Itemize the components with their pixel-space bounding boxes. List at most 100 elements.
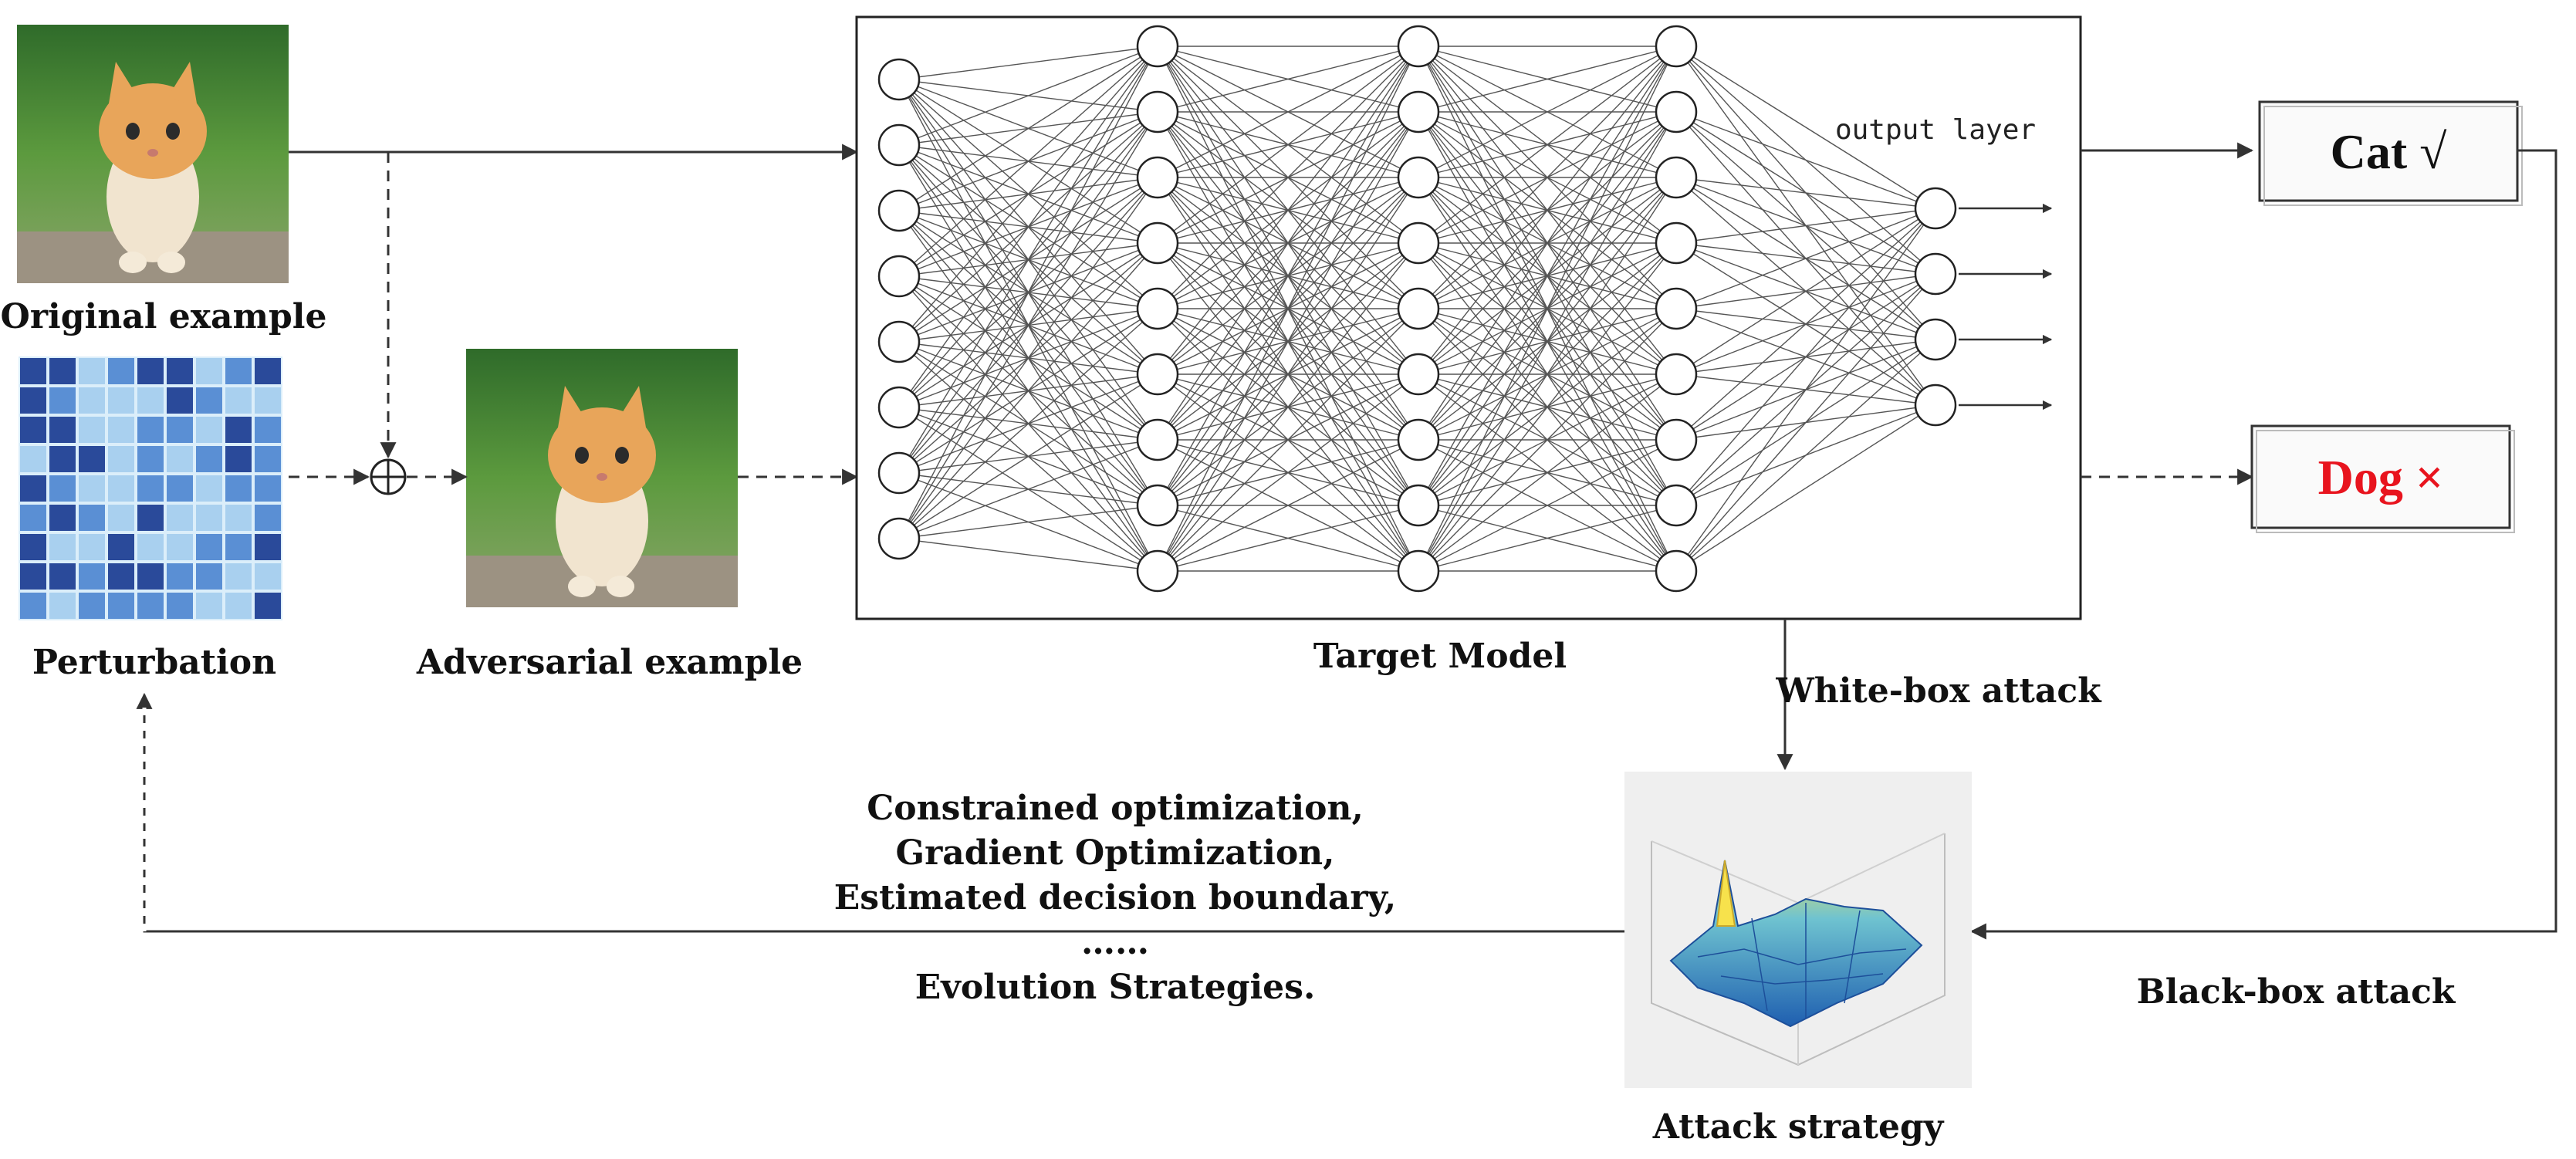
attack-strategy-label: Attack strategy xyxy=(1652,1107,1945,1147)
perturbation-tile xyxy=(255,505,281,531)
perturbation-tile xyxy=(49,534,76,560)
network-node xyxy=(1136,418,1179,461)
network-edge xyxy=(1157,505,1419,572)
output-layer-label: output layer xyxy=(1835,114,2036,146)
add-operator xyxy=(370,458,407,495)
network-edge xyxy=(898,242,1158,539)
network-edge xyxy=(1675,208,1936,441)
network-edge xyxy=(898,46,1158,408)
perturbation-label: Perturbation xyxy=(32,643,276,682)
network-node xyxy=(877,320,921,363)
perturbation-tile xyxy=(225,475,252,502)
perturbation-tile xyxy=(255,417,281,443)
network-node xyxy=(1914,384,1957,427)
network-node xyxy=(1397,156,1440,199)
network-edge xyxy=(1418,46,1677,441)
perturbation-tile xyxy=(49,475,76,502)
perturbation-tile xyxy=(79,358,105,384)
methods-list: Constrained optimization, Gradient Optim… xyxy=(834,789,1396,1007)
network-edge xyxy=(1418,111,1677,572)
network-node xyxy=(1397,353,1440,396)
perturbation-tile xyxy=(49,505,76,531)
perturbation-tile xyxy=(196,358,222,384)
dog-output-box: Dog × xyxy=(2250,424,2515,533)
network-edge xyxy=(898,46,1158,211)
perturbation-tile xyxy=(255,446,281,472)
network-node xyxy=(1655,353,1698,396)
network-node xyxy=(1397,25,1440,68)
network-edge xyxy=(1675,208,1936,309)
perturbation-tile xyxy=(225,446,252,472)
network-edge xyxy=(898,46,1158,474)
network-node xyxy=(1655,25,1698,68)
network-edge xyxy=(1418,46,1677,244)
network-node xyxy=(1655,156,1698,199)
network-node xyxy=(877,189,921,232)
network-edge xyxy=(1157,46,1419,572)
perturbation-tile xyxy=(79,475,105,502)
perturbation-tile xyxy=(108,475,134,502)
network-node xyxy=(1655,418,1698,461)
adversarial-example-label: Adversarial example xyxy=(416,643,803,682)
network-edge xyxy=(898,308,1158,539)
network-edge xyxy=(1675,404,1936,572)
network-edge xyxy=(1675,208,1936,244)
perturbation-tile xyxy=(196,505,222,531)
perturbation-tile xyxy=(108,534,134,560)
network-node xyxy=(1397,221,1440,265)
original-example-label: Original example xyxy=(0,297,326,336)
perturbation-tile xyxy=(196,446,222,472)
perturbation-tile xyxy=(196,593,222,619)
perturbation-tile xyxy=(20,534,46,560)
perturbation-tile xyxy=(196,563,222,590)
perturbation-tile xyxy=(20,446,46,472)
perturbation-tile xyxy=(79,417,105,443)
perturbation-tile xyxy=(225,563,252,590)
perturbation-tile xyxy=(167,387,193,414)
perturbation-tile xyxy=(108,563,134,590)
network-node xyxy=(1397,90,1440,133)
perturbation-tile xyxy=(225,358,252,384)
target-model-label: Target Model xyxy=(1313,637,1567,676)
network-edge xyxy=(898,46,1158,146)
network-edge xyxy=(898,538,1158,572)
network-node xyxy=(1914,252,1957,296)
perturbation-tile xyxy=(20,358,46,384)
network-edge xyxy=(1157,439,1419,572)
network-edge xyxy=(898,46,1158,539)
network-edge xyxy=(1418,46,1677,375)
perturbation-tile xyxy=(108,358,134,384)
perturbation-tile xyxy=(49,387,76,414)
perturbation-tile xyxy=(137,417,164,443)
method-item: Constrained optimization, xyxy=(867,789,1364,828)
perturbation-tile xyxy=(79,563,105,590)
network-edge xyxy=(1157,46,1419,441)
perturbation-tile xyxy=(49,593,76,619)
white-box-attack-label: White-box attack xyxy=(1775,671,2102,711)
network-edge xyxy=(1418,505,1677,572)
perturbation-tile xyxy=(20,563,46,590)
perturbation-tile xyxy=(20,417,46,443)
output-connectors xyxy=(2081,142,2254,485)
perturbation-tile xyxy=(196,387,222,414)
perturbation-tile xyxy=(255,534,281,560)
perturbation-tile xyxy=(255,593,281,619)
network-edge xyxy=(1157,46,1419,375)
cat-output-box: Cat √ xyxy=(2258,100,2523,206)
perturbation-tile xyxy=(79,446,105,472)
perturbation-tile xyxy=(137,505,164,531)
network-edge xyxy=(1675,208,1936,506)
network-edge xyxy=(1675,273,1936,572)
network-node xyxy=(1655,484,1698,527)
network-edge xyxy=(1418,46,1677,506)
perturbation-tile xyxy=(79,505,105,531)
perturbation-tile xyxy=(108,387,134,414)
network-node xyxy=(1136,353,1179,396)
network-edge xyxy=(1675,208,1936,375)
cat-output-label: Cat √ xyxy=(2331,124,2448,179)
network-node xyxy=(877,255,921,298)
network-edge xyxy=(1157,308,1419,572)
network-edge xyxy=(1418,46,1677,178)
